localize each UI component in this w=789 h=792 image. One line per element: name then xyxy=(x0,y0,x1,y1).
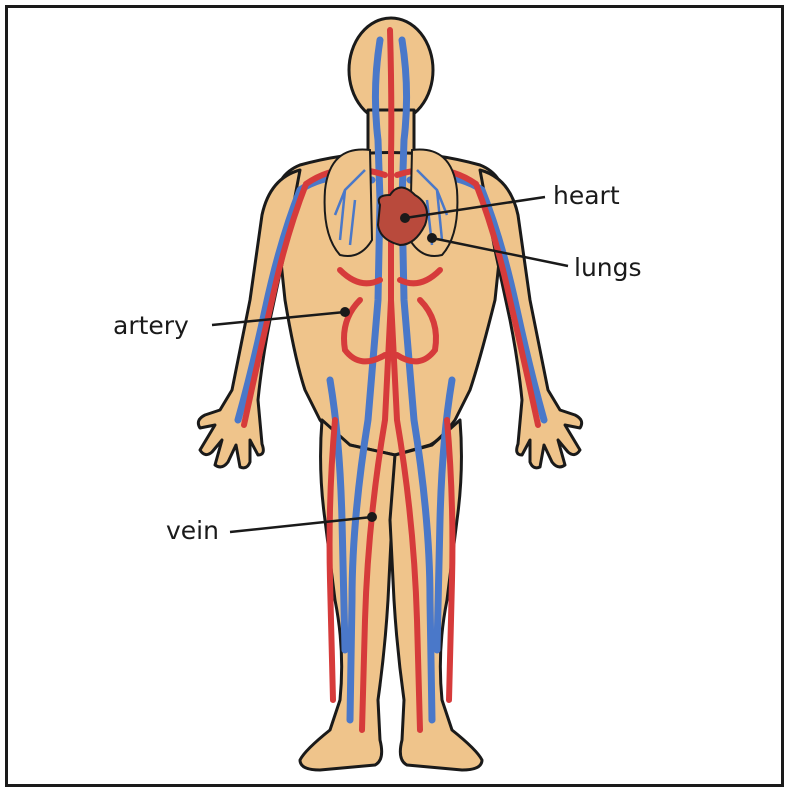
vein-label: vein xyxy=(166,518,219,543)
artery-label: artery xyxy=(113,313,189,338)
artery-marker-dot xyxy=(340,307,350,317)
heart-marker-dot xyxy=(400,213,410,223)
vein-marker-dot xyxy=(367,512,377,522)
lungs-label: lungs xyxy=(574,255,642,280)
right-arm xyxy=(480,170,582,468)
lungs-marker-dot xyxy=(427,233,437,243)
heart-label: heart xyxy=(553,183,620,208)
